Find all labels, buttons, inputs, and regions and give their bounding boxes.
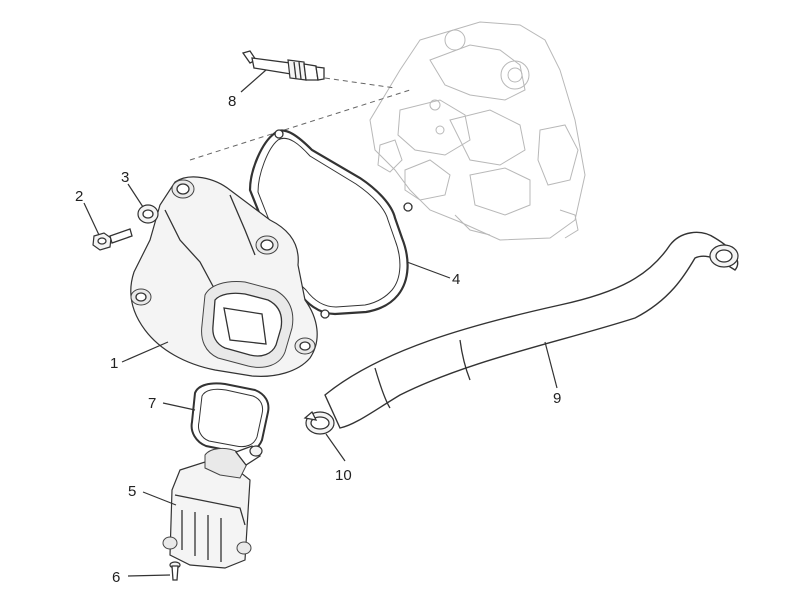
- breather-valve-cover: [162, 445, 263, 569]
- leader-1: [121, 341, 169, 363]
- leader-6: [127, 574, 171, 577]
- cylinder-head: [369, 21, 586, 241]
- breather-hose: [324, 231, 739, 429]
- cylinder-head-cover: [130, 176, 318, 377]
- leader-5: [142, 491, 177, 506]
- callout-2: 2: [75, 188, 83, 205]
- callout-4: 4: [452, 271, 460, 288]
- callout-6: 6: [112, 569, 120, 586]
- breather-gasket: [190, 382, 270, 454]
- leader-2: [83, 202, 100, 236]
- leader-9: [544, 341, 558, 389]
- leader-3: [127, 183, 144, 208]
- small-screw: [169, 561, 181, 581]
- hex-screw: [92, 228, 133, 251]
- callout-7: 7: [148, 395, 156, 412]
- spark-plug: [241, 50, 325, 81]
- callout-1: 1: [110, 355, 118, 372]
- leader-4: [406, 261, 451, 279]
- callout-labels: 1 2 3 4 5 6 7 8 9 10: [75, 93, 561, 586]
- sealing-washer: [137, 204, 159, 224]
- callout-9: 9: [553, 390, 561, 407]
- callout-5: 5: [128, 483, 136, 500]
- leader-10: [325, 433, 346, 462]
- hose-clamp: [303, 410, 335, 435]
- leader-8: [240, 69, 267, 93]
- callout-3: 3: [121, 169, 129, 186]
- callout-8: 8: [228, 93, 236, 110]
- callout-10: 10: [335, 467, 352, 484]
- leader-7: [162, 402, 196, 411]
- leader-lines: [83, 69, 558, 577]
